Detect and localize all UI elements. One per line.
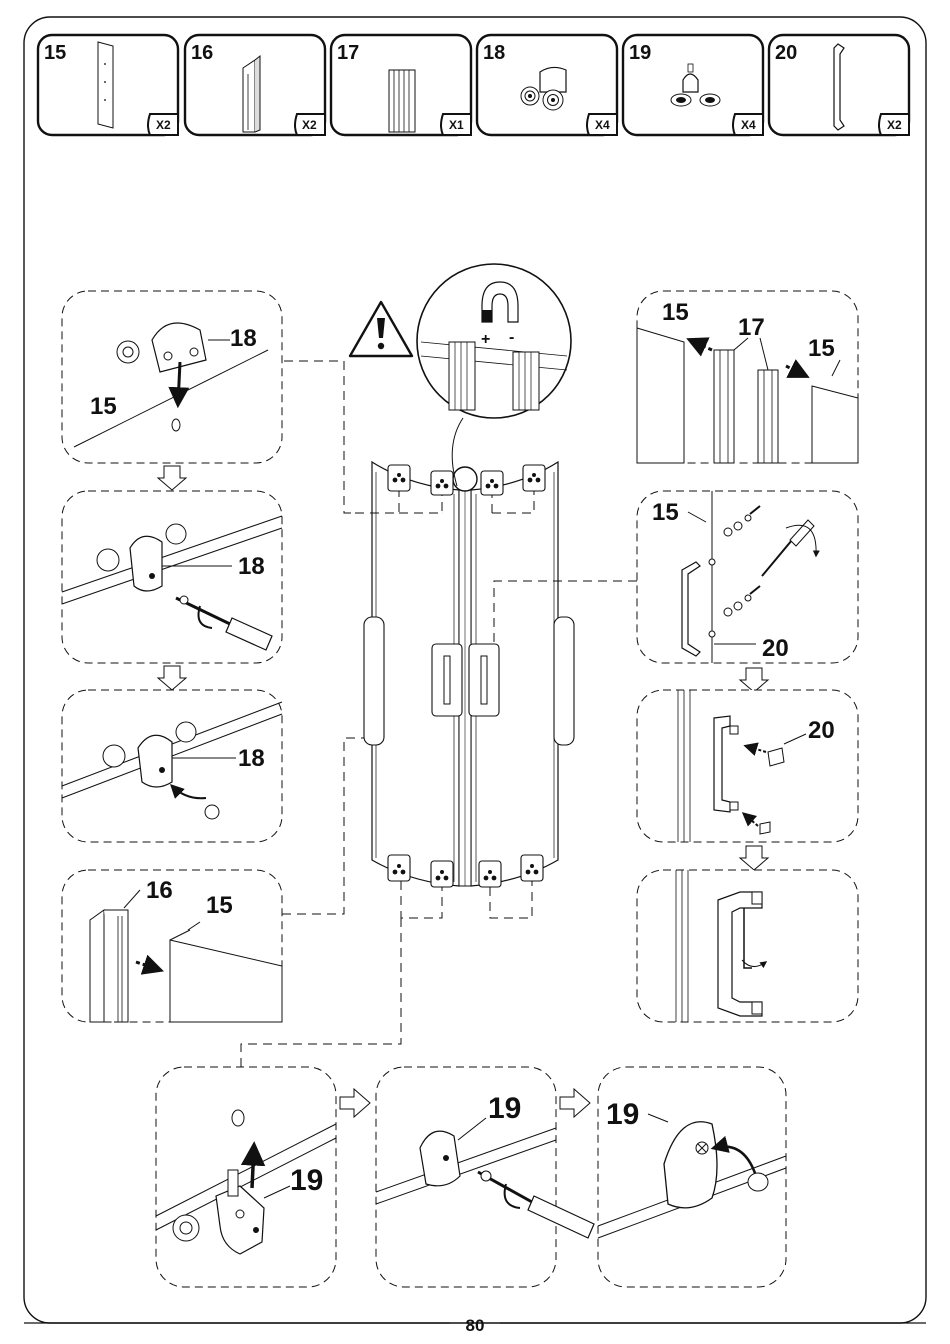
bottom-step-3: 19: [598, 1067, 786, 1287]
part-qty: X2: [302, 118, 317, 132]
part-qty: X2: [156, 118, 171, 132]
part-number: 17: [337, 42, 359, 64]
left-step-1: 18 15: [62, 291, 282, 463]
left-step-2: 18: [62, 491, 282, 663]
step-arrow: [740, 668, 768, 692]
left-step-3: 18: [62, 690, 282, 842]
part-box-16: 16 X2: [185, 35, 325, 135]
callout-15: 15: [206, 892, 233, 919]
callout-20: 20: [762, 635, 789, 662]
parts-row: 15 X2 16 X2 17 X1 18: [38, 35, 909, 135]
callout-15: 15: [90, 393, 117, 420]
part-box-15: 15 X2: [38, 35, 178, 135]
magnet-callout: + -: [417, 264, 571, 418]
callout-20: 20: [808, 717, 835, 744]
right-step-1: 15 17 15: [637, 291, 858, 463]
warning-icon: [350, 302, 412, 356]
door-assembly: [364, 462, 574, 887]
part-box-20: 20 X2: [769, 35, 909, 135]
callout-15: 15: [652, 499, 679, 526]
bottom-step-1: 19: [156, 1067, 336, 1287]
callout-18: 18: [238, 745, 265, 772]
callout-19: 19: [290, 1164, 323, 1197]
callout-18: 18: [230, 325, 257, 352]
part-box-19: 19 X4: [623, 35, 763, 135]
part-box-18: 18 X4: [477, 35, 617, 135]
page-number: 80: [0, 1316, 950, 1336]
magnet-plus-label: +: [481, 331, 490, 348]
step-arrow: [740, 846, 768, 870]
callout-16: 16: [146, 877, 173, 904]
part-number: 18: [483, 42, 505, 64]
part-box-17: 17 X1: [331, 35, 471, 135]
part-number: 15: [44, 42, 66, 64]
callout-19: 19: [606, 1098, 639, 1131]
step-arrow: [560, 1089, 590, 1117]
left-step-4: 16 15: [62, 870, 282, 1022]
step-arrow: [158, 666, 186, 690]
right-step-3: 20: [637, 690, 858, 842]
magnet-minus-label: -: [509, 329, 514, 346]
part-qty: X4: [595, 118, 610, 132]
part-number: 16: [191, 42, 213, 64]
step-arrow: [340, 1089, 370, 1117]
callout-15-left: 15: [662, 299, 689, 326]
callout-19: 19: [488, 1092, 521, 1125]
callout-17: 17: [738, 314, 765, 341]
right-step-4: [637, 870, 858, 1022]
part-qty: X2: [887, 118, 902, 132]
part-qty: X1: [449, 118, 464, 132]
part-number: 19: [629, 42, 651, 64]
callout-18: 18: [238, 553, 265, 580]
callout-15-right: 15: [808, 335, 835, 362]
part-number: 20: [775, 42, 797, 64]
right-step-2: 15 20: [637, 491, 858, 663]
step-arrow: [158, 466, 186, 490]
part-qty: X4: [741, 118, 756, 132]
